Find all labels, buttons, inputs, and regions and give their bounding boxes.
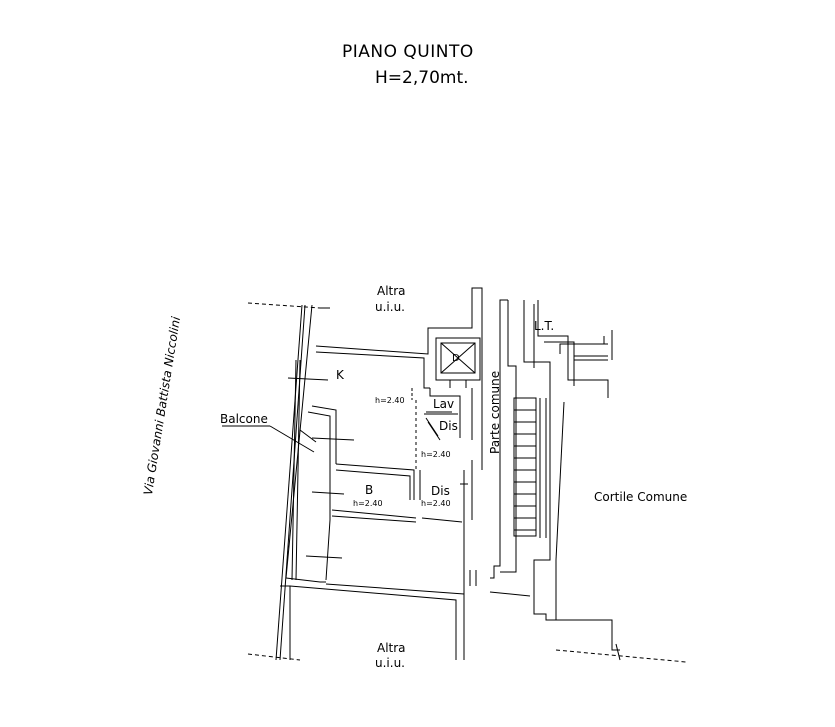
label-h-bath: h=2.40 <box>353 499 383 508</box>
label-uiu-bottom: u.i.u. <box>375 656 405 670</box>
stair-treads <box>514 409 536 531</box>
label-h-dis-lower: h=2.40 <box>421 499 451 508</box>
plan-title: PIANO QUINTO <box>342 42 474 62</box>
plan-walls <box>247 287 687 663</box>
label-altra-top: Altra <box>377 284 406 298</box>
label-balcone: Balcone <box>220 412 268 426</box>
label-d: D <box>452 353 460 364</box>
label-kitchen: K <box>336 368 344 382</box>
label-altra-bottom: Altra <box>377 641 406 655</box>
label-bath: B <box>365 483 374 497</box>
label-h-dis: h=2.40 <box>421 450 451 459</box>
label-h-kitchen: h=2.40 <box>375 396 405 405</box>
label-lav: Lav <box>433 397 455 411</box>
label-lt: L.T. <box>534 319 555 333</box>
label-uiu-top: u.i.u. <box>375 300 405 314</box>
label-dis-lower: Dis <box>431 484 450 498</box>
plan-height: H=2,70mt. <box>375 68 469 88</box>
label-cortile: Cortile Comune <box>594 490 688 504</box>
label-dis-upper: Dis <box>439 419 458 433</box>
label-parte-comune: Parte comune <box>488 370 502 454</box>
